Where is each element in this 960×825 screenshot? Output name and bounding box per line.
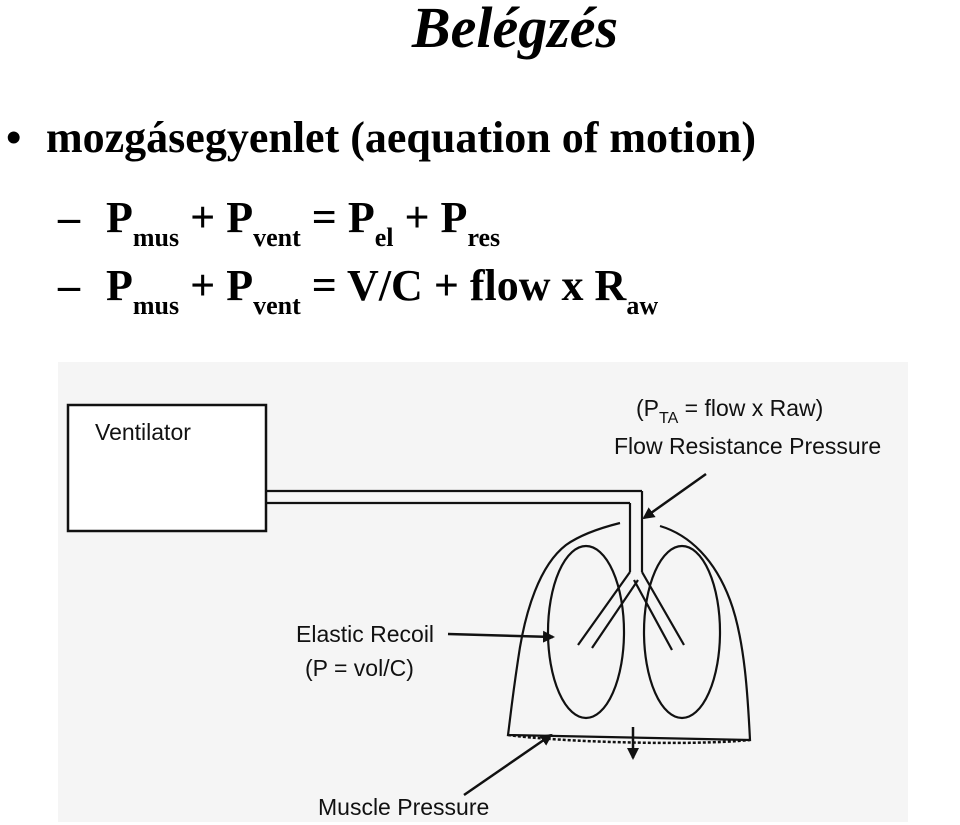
eq1-term: = P bbox=[300, 193, 375, 242]
eq1-term: + P bbox=[393, 193, 468, 242]
eq1-sub-vent: vent bbox=[253, 223, 301, 252]
elastic-formula: (P = vol/C) bbox=[305, 655, 414, 681]
eq2-sub-vent: vent bbox=[253, 291, 301, 320]
eq1-sub-mus: mus bbox=[132, 223, 180, 252]
eq1-term: + P bbox=[179, 193, 254, 242]
flow-resistance-arrow bbox=[642, 472, 707, 520]
eq2-sub-mus: mus bbox=[132, 291, 180, 320]
chest-outline bbox=[506, 521, 752, 742]
eq2-sub-aw: aw bbox=[626, 291, 659, 320]
ventilator-label: Ventilator bbox=[95, 419, 191, 445]
equation-dash: – bbox=[58, 261, 80, 310]
muscle-pressure-label: Muscle Pressure bbox=[318, 794, 489, 820]
eq2-term: P bbox=[106, 261, 133, 310]
slide-title: Belégzés bbox=[411, 0, 619, 60]
eq2-term: = V/C + flow x R bbox=[300, 261, 627, 310]
eq1-sub-res: res bbox=[467, 223, 501, 252]
eq2-term: + P bbox=[179, 261, 254, 310]
eq1-term: P bbox=[106, 193, 133, 242]
bullet-marker: • bbox=[6, 113, 22, 162]
right-lung bbox=[642, 544, 722, 720]
muscle-pressure-arrow bbox=[463, 733, 553, 797]
equation-pressure-balance: –Pmus + Pvent = Pel + Pres bbox=[58, 192, 500, 253]
equation-expanded: –Pmus + Pvent = V/C + flow x Raw bbox=[58, 260, 658, 321]
equation-dash: – bbox=[58, 193, 80, 242]
elastic-recoil-label: Elastic Recoil bbox=[296, 621, 434, 647]
bullet-text: mozgásegyenlet (aequation of motion) bbox=[46, 113, 757, 162]
ventilator-tube bbox=[266, 489, 644, 520]
ventilator-lung-diagram: Ventilator (PTA = flow x Raw) Flow Resis… bbox=[58, 362, 908, 822]
diaphragm bbox=[507, 733, 751, 745]
elastic-recoil-arrow bbox=[447, 630, 555, 643]
bullet-item: • mozgásegyenlet (aequation of motion) bbox=[6, 112, 756, 163]
airway bbox=[577, 520, 685, 651]
flow-resistance-label: Flow Resistance Pressure bbox=[614, 433, 881, 459]
ventilator-box bbox=[66, 403, 268, 533]
flow-formula-text: (PTA = flow x Raw) bbox=[636, 395, 823, 427]
eq1-sub-el: el bbox=[374, 223, 394, 252]
